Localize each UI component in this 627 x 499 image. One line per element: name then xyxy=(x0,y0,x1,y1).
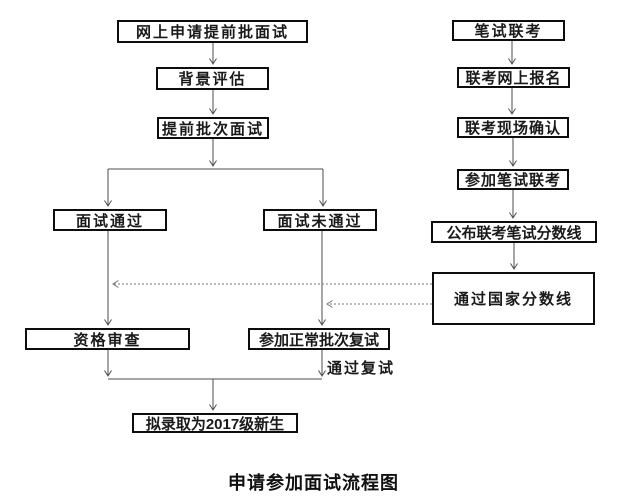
node-qualification-review: 资格审查 xyxy=(25,328,190,350)
diagram-caption: 申请参加面试流程图 xyxy=(228,473,399,493)
node-joint-exam-onsite-confirmation: 联考现场确认 xyxy=(457,117,569,138)
edge-label-retest-passed: 通过复试 xyxy=(327,360,396,377)
node-joint-exam-online-registration: 联考网上报名 xyxy=(457,67,570,88)
node-admission: 拟录取为2017级新生 xyxy=(132,413,298,433)
node-interview-failed: 面试未通过 xyxy=(263,209,377,231)
node-online-application: 网上申请提前批面试 xyxy=(117,20,308,43)
node-national-score-line: 通过国家分数线 xyxy=(432,272,595,325)
node-interview-passed: 面试通过 xyxy=(53,209,167,231)
node-written-joint-exam: 笔试联考 xyxy=(452,20,565,41)
node-normal-batch-retest: 参加正常批次复试 xyxy=(248,328,390,350)
node-background-evaluation: 背景评估 xyxy=(156,67,269,90)
node-announce-score-line: 公布联考笔试分数线 xyxy=(431,221,597,243)
node-take-written-joint-exam: 参加笔试联考 xyxy=(457,169,569,190)
node-early-batch-interview: 提前批次面试 xyxy=(157,117,269,139)
